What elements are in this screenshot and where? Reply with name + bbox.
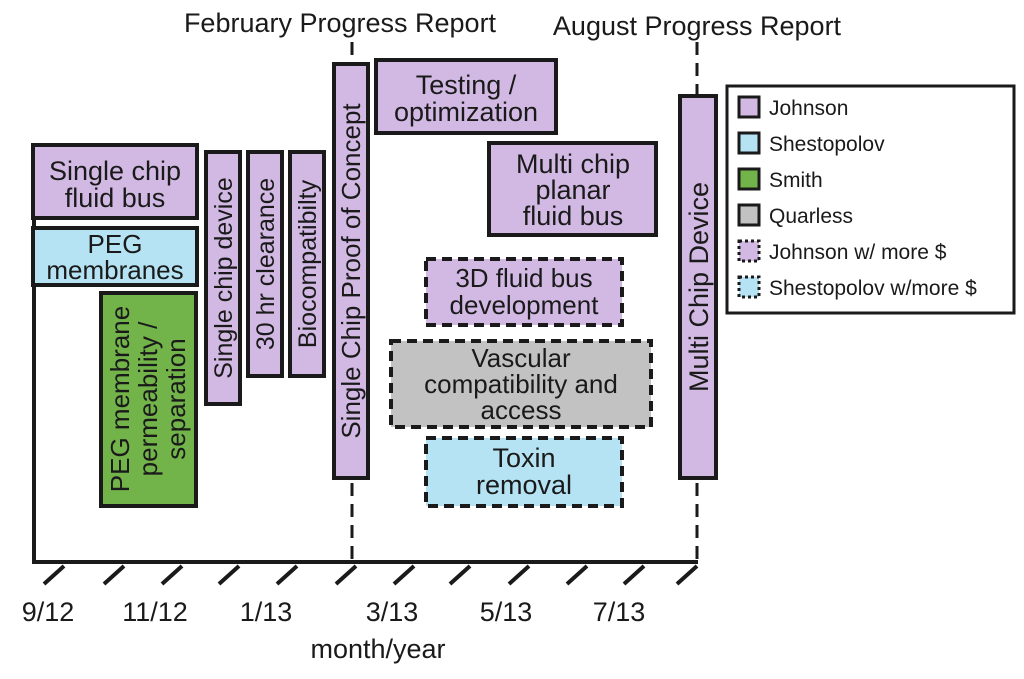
task-label: Single Chip Proof of Concept [336,103,366,439]
legend-item-smith: Smith [737,167,823,192]
february-header: February Progress Report [184,8,497,38]
task-testing-optimization: Testing / optimization [374,58,558,135]
task-multi-chip-device: Multi Chip Device [678,94,718,480]
legend-item-quarless: Quarless [737,203,853,228]
task-toxin-removal: Toxin removal [424,436,624,508]
task-label: Single chip [49,156,181,186]
tick-label: 1/13 [240,597,293,627]
task-label: fluid bus [65,183,166,213]
task-30-hr-clearance: 30 hr clearance [246,150,284,378]
task-label: Testing / [416,70,517,100]
tick-label: 3/13 [366,597,419,627]
legend-swatch [737,167,761,191]
task-single-chip-proof-of-concept: Single Chip Proof of Concept [332,62,370,480]
legend-swatch [737,203,761,227]
legend-label: Johnson w/ more $ [769,241,947,264]
task-label: access [481,395,562,425]
task-label: 30 hr clearance [252,178,280,350]
task-peg-membranes: PEG membranes [31,226,199,287]
task-label: permeability / [133,321,163,476]
legend-swatch [737,131,761,155]
task-label: removal [476,470,572,500]
task-label: PEG [88,229,143,259]
task-peg-membrane-permeability: PEG membrane permeability / separation [99,291,198,508]
task-label: planar [535,175,610,205]
legend-item-johnson-more-money: Johnson w/ more $ [737,239,947,264]
legend-item-shestopolov-more-money: Shestopolov w/more $ [737,275,977,300]
legend-swatch [737,95,761,119]
task-multi-chip-planar-fluid-bus: Multi chip planar fluid bus [487,141,658,237]
task-label: optimization [394,97,538,127]
task-label: membranes [46,255,183,285]
task-single-chip-fluid-bus: Single chip fluid bus [31,143,199,220]
legend-label: Quarless [769,205,853,228]
task-3d-fluid-bus-development: 3D fluid bus development [424,257,624,327]
legend-item-johnson: Johnson [737,95,848,120]
task-biocompatibility: Biocompatibilty [288,150,326,378]
legend-swatch [737,275,761,299]
task-label: fluid bus [523,201,624,231]
tick-label: 9/12 [22,597,75,627]
august-header: August Progress Report [553,11,842,41]
tick-label: 7/13 [593,597,646,627]
tick-label: 5/13 [480,597,533,627]
task-label: Single chip device [210,177,238,379]
task-label: compatibility and [424,369,618,399]
legend-label: Johnson [769,97,848,120]
task-label: Toxin [492,443,555,473]
task-label: PEG membrane [105,306,135,492]
task-label: development [450,290,600,320]
legend-label: Shestopolov w/more $ [769,277,977,300]
legend-label: Shestopolov [769,133,885,156]
task-label: Multi chip [516,149,630,179]
task-vascular-compatibility: Vascular compatibility and access [389,339,653,429]
task-label: Multi Chip Device [684,182,714,392]
task-single-chip-device: Single chip device [204,150,242,406]
task-label: Biocompatibilty [294,179,322,348]
legend: Johnson Shestopolov Smith Quarless Johns… [725,84,1016,315]
axis-break-marks [42,564,699,586]
tick-label: 11/12 [122,597,188,627]
x-axis-label: month/year [310,634,445,664]
task-label: 3D fluid bus [455,263,592,293]
legend-label: Smith [769,169,823,192]
legend-swatch [737,239,761,263]
task-label: separation [161,338,191,459]
legend-frame [725,84,1016,315]
task-label: Vascular [471,343,571,373]
legend-item-shestopolov: Shestopolov [737,131,885,156]
